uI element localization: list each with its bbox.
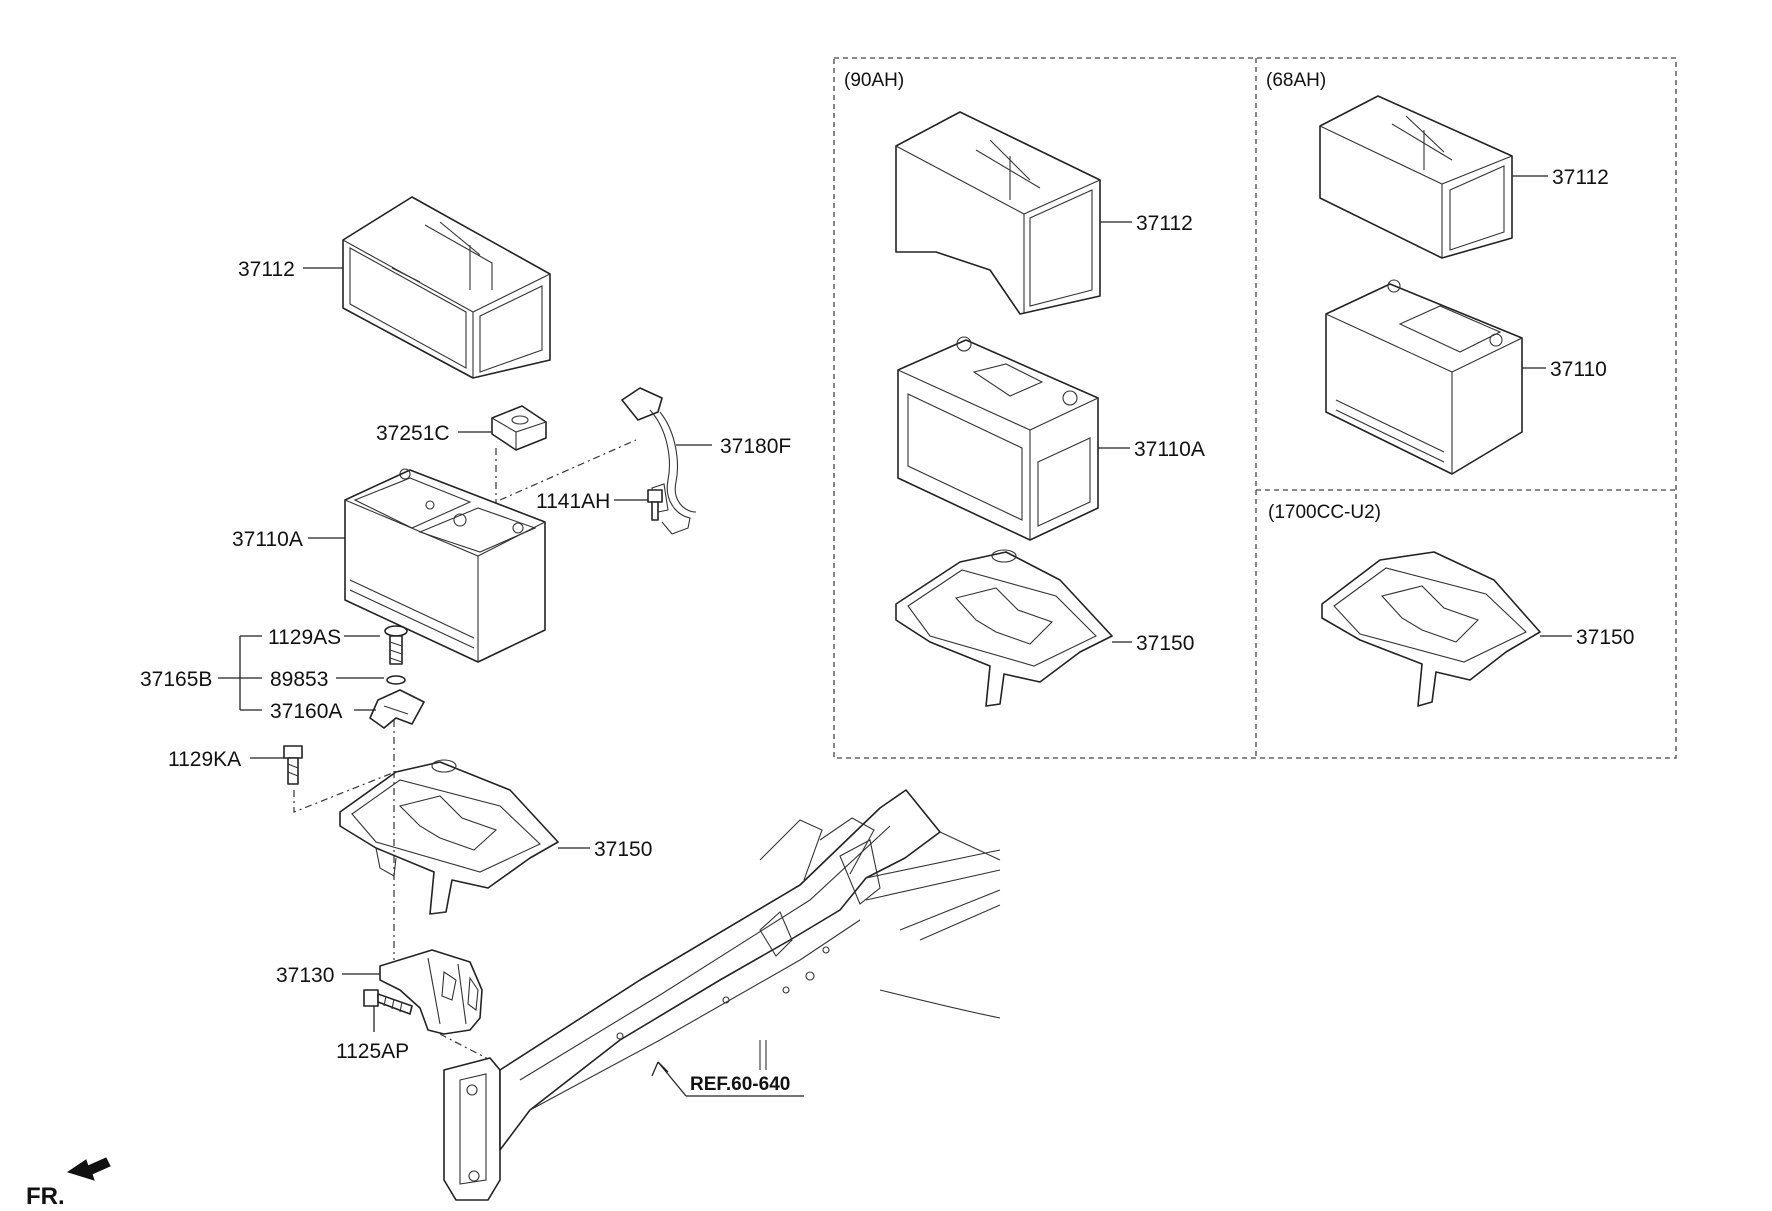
- battery-cover-68ah: [1319, 95, 1513, 259]
- battery-90ah: [897, 336, 1099, 541]
- label-37110a-90ah: 37110A: [1134, 438, 1205, 461]
- label-37150-main: 37150: [594, 838, 652, 861]
- header-68ah: (68AH): [1266, 70, 1326, 91]
- battery-tray-main: [339, 759, 559, 915]
- label-ref-60-640: REF.60-640: [690, 1074, 790, 1095]
- battery-cover-main: [342, 196, 551, 379]
- label-37112-90ah: 37112: [1136, 212, 1193, 235]
- header-1700cc-u2: (1700CC-U2): [1268, 502, 1381, 523]
- battery-main: [344, 468, 546, 663]
- label-37150-1700cc: 37150: [1576, 626, 1634, 649]
- front-arrow: [66, 1157, 111, 1181]
- battery-68ah: [1325, 279, 1523, 475]
- terminal-cap: [491, 405, 547, 451]
- tray-bolt: [283, 745, 303, 785]
- label-37160a: 37160A: [270, 700, 342, 723]
- label-1129ka: 1129KA: [168, 748, 241, 771]
- battery-tray-1700cc: [1321, 551, 1541, 707]
- label-37110a-main: 37110A: [232, 528, 303, 551]
- label-1141ah: 1141AH: [536, 490, 610, 513]
- tray-bracket: [379, 949, 483, 1035]
- cable-bolt: [647, 489, 663, 521]
- battery-cover-90ah: [895, 111, 1101, 315]
- header-90ah: (90AH): [844, 70, 904, 91]
- clamp: [369, 689, 425, 729]
- label-37110-68ah: 37110: [1550, 358, 1607, 381]
- label-37130: 37130: [276, 964, 334, 987]
- washer: [386, 675, 406, 685]
- label-37180f: 37180F: [720, 435, 791, 458]
- battery-tray-90ah: [895, 549, 1113, 707]
- side-member-frame: [443, 789, 1001, 1201]
- bracket-bolt: [363, 989, 413, 1015]
- label-1125ap: 1125AP: [336, 1040, 409, 1063]
- label-fr: FR.: [26, 1183, 65, 1210]
- variant-boxes: [833, 57, 1677, 759]
- label-37165b: 37165B: [140, 668, 212, 691]
- label-89853: 89853: [270, 668, 328, 691]
- label-37112-68ah: 37112: [1552, 166, 1609, 189]
- label-37251c: 37251C: [376, 422, 450, 445]
- battery-cable: [621, 387, 697, 535]
- label-37112-main: 37112: [238, 258, 295, 281]
- clamp-bolt: [384, 625, 408, 665]
- label-37150-90ah: 37150: [1136, 632, 1194, 655]
- label-1129as: 1129AS: [268, 626, 341, 649]
